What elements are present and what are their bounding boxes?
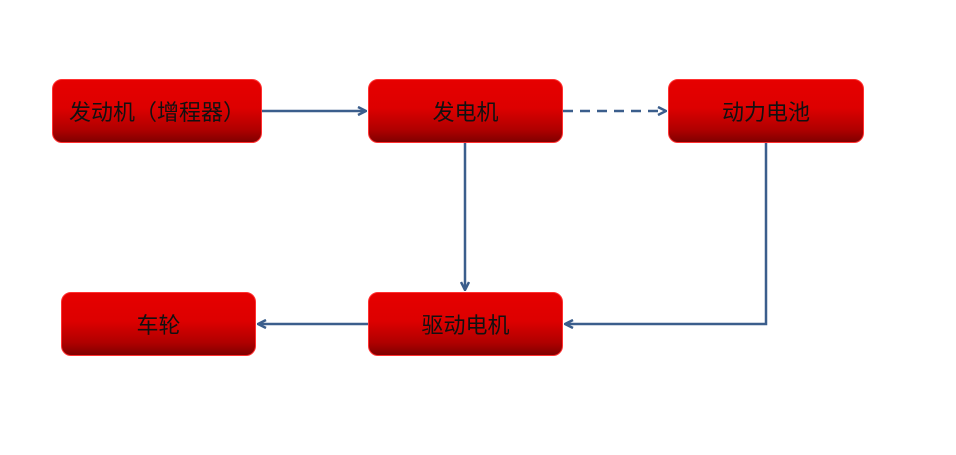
wheels-label: 车轮 [136, 314, 181, 339]
drive-motor-node: 驱动电机 [368, 292, 563, 356]
arrow-battery-to-drive-motor [565, 143, 768, 324]
battery-label: 动力电池 [721, 101, 810, 126]
battery-node: 动力电池 [668, 79, 864, 143]
generator-node: 发电机 [368, 79, 563, 143]
wheels-node: 车轮 [61, 292, 256, 356]
engine-label: 发动机（增程器） [68, 101, 245, 126]
engine-node: 发动机（增程器） [52, 79, 262, 143]
generator-label: 发电机 [432, 101, 499, 126]
drive-motor-label: 驱动电机 [421, 314, 510, 339]
